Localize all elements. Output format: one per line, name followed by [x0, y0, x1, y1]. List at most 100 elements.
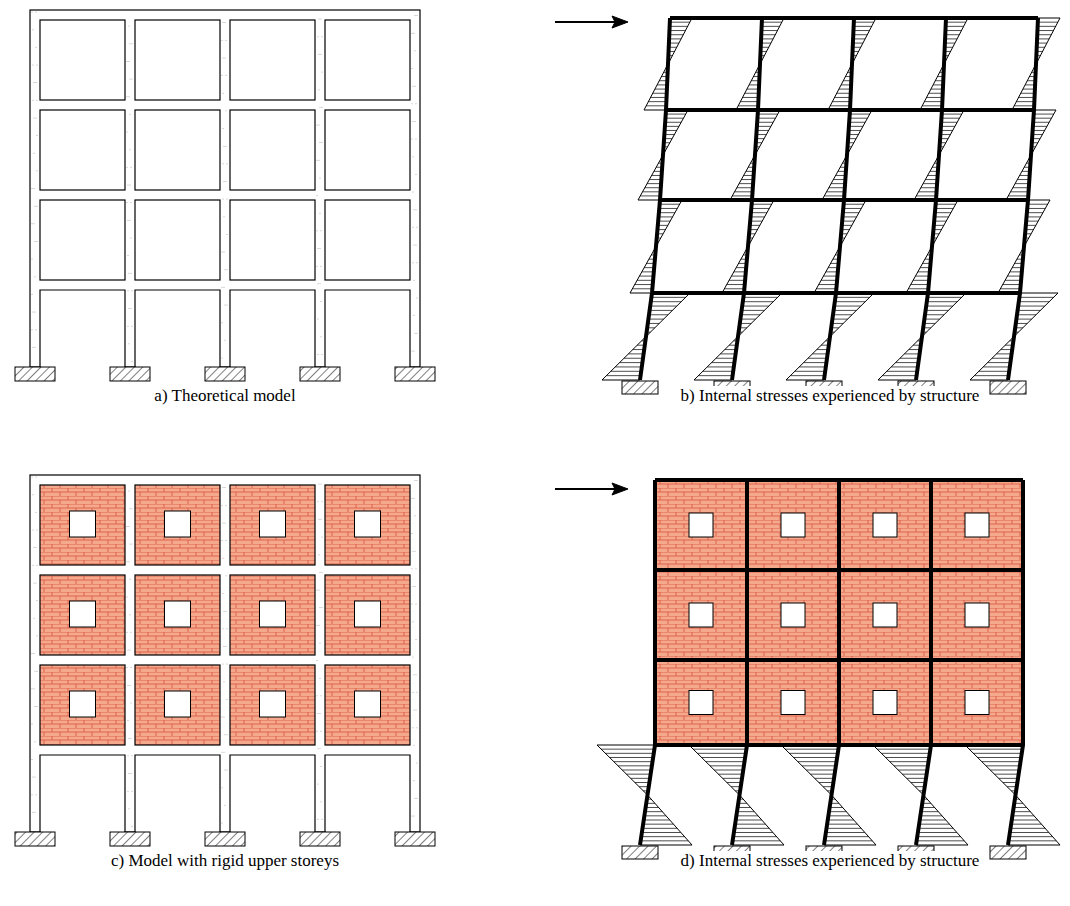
moment-hatch [734, 832, 773, 833]
footing [622, 381, 658, 394]
moment-hatch [919, 824, 949, 825]
moment-hatch [890, 761, 929, 762]
moment-hatch [743, 297, 777, 298]
concrete-speckle [413, 586, 414, 587]
moment-hatch [1034, 114, 1054, 115]
moment-hatch [935, 212, 951, 213]
concrete-speckle [130, 79, 131, 80]
bay-opening [325, 20, 410, 100]
moment-hatch [1018, 306, 1045, 307]
ground-storey-opening [230, 755, 315, 832]
moment-hatch [614, 761, 653, 762]
concrete-speckle [417, 480, 418, 481]
moment-hatch [762, 22, 782, 23]
concrete-speckle [322, 36, 323, 37]
concrete-speckle [127, 632, 128, 633]
concrete-speckle [417, 227, 418, 228]
moment-hatch [974, 375, 1008, 376]
moment-hatch [854, 22, 874, 23]
concrete-speckle [131, 738, 132, 739]
concrete-speckle [35, 706, 36, 707]
moment-hatch [900, 358, 919, 359]
concrete-speckle [317, 731, 318, 732]
moment-hatch [740, 101, 758, 102]
window-opening [165, 601, 191, 627]
moment-hatch [669, 34, 683, 35]
concrete-speckle [225, 522, 226, 523]
bay-opening [40, 200, 125, 280]
concrete-speckle [223, 163, 224, 164]
concrete-speckle [322, 501, 323, 502]
concrete-speckle [413, 551, 414, 552]
concrete-speckle [320, 248, 321, 249]
lateral-force-arrow [555, 488, 618, 490]
moment-hatch [740, 319, 755, 320]
moment-hatch [849, 118, 867, 119]
concrete-speckle [416, 103, 417, 104]
concrete-speckle [226, 110, 227, 111]
moment-hatch [789, 753, 837, 754]
moment-hatch [644, 815, 666, 816]
footing [15, 367, 55, 381]
concrete-speckle [32, 688, 33, 689]
concrete-speckle [226, 40, 227, 41]
concrete-speckle [35, 347, 36, 348]
moment-hatch [916, 195, 936, 196]
ground-storey-opening [40, 290, 125, 367]
moment-hatch [882, 375, 916, 376]
moment-hatch [737, 187, 753, 188]
moment-hatch [707, 366, 734, 367]
bay-opening [230, 20, 315, 100]
concrete-speckle [128, 220, 129, 221]
moment-hatch [698, 375, 732, 376]
moment-hatch [917, 836, 960, 837]
moment-hatch [1027, 216, 1041, 217]
footing [205, 832, 245, 846]
concrete-speckle [35, 276, 36, 277]
bay-opening [325, 200, 410, 280]
window-opening [689, 603, 713, 627]
concrete-speckle [127, 167, 128, 168]
concrete-speckle [36, 47, 37, 48]
concrete-speckle [415, 333, 416, 334]
rigid-upper-frame [555, 480, 1060, 859]
window-opening [689, 691, 713, 715]
moment-hatch [659, 208, 677, 209]
concrete-speckle [412, 68, 413, 69]
concrete-speckle [35, 312, 36, 313]
window-opening [965, 603, 989, 627]
concrete-speckle [413, 227, 414, 228]
figure-caption: b) Internal stresses experienced by stru… [679, 386, 982, 406]
moment-hatch [757, 118, 775, 119]
concrete-speckle [415, 586, 416, 587]
moment-hatch [737, 811, 754, 812]
concrete-speckle [33, 29, 34, 30]
moment-hatch [835, 97, 851, 98]
moment-hatch [908, 288, 928, 289]
concrete-speckle [223, 22, 224, 23]
concrete-speckle [223, 628, 224, 629]
moment-hatch [1003, 284, 1021, 285]
moment-hatch [642, 832, 681, 833]
beam [655, 478, 1023, 482]
moment-hatch [941, 126, 955, 127]
concrete-speckle [132, 43, 133, 44]
moment-hatch [896, 362, 919, 363]
lateral-force-arrow [555, 21, 618, 23]
concrete-speckle [412, 103, 413, 104]
concrete-speckle [131, 667, 132, 668]
bay-opening [40, 485, 125, 565]
moment-hatch [727, 782, 742, 783]
bay-opening [40, 665, 125, 745]
concrete-speckle [33, 812, 34, 813]
concrete-speckle [321, 19, 322, 20]
moment-hatch [819, 782, 834, 783]
window-opening [70, 511, 96, 537]
concrete-frame [15, 475, 435, 846]
concrete-speckle [32, 477, 33, 478]
bay-opening [230, 665, 315, 745]
ground-storey-gap [41, 755, 125, 834]
concrete-speckle [129, 738, 130, 739]
concrete-speckle [412, 139, 413, 140]
